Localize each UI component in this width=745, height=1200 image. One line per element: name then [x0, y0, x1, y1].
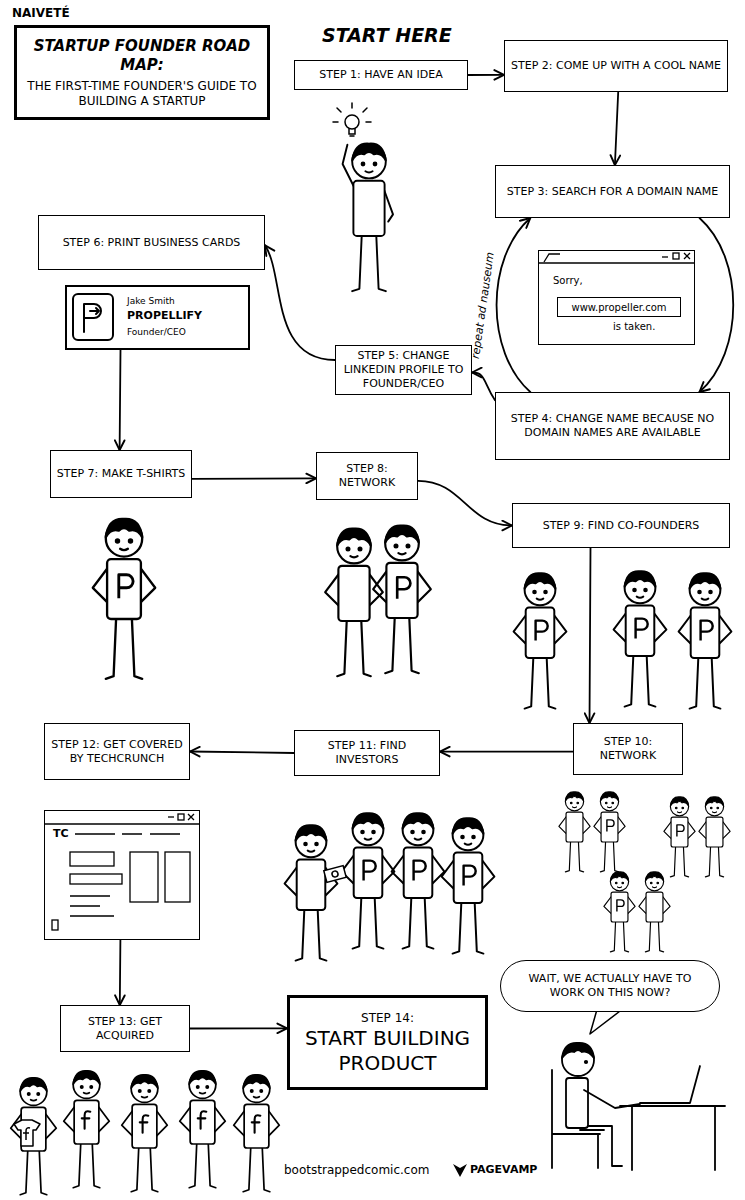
win-txt: Sorry,	[553, 275, 583, 286]
flow-arrow	[265, 245, 335, 360]
win-txt: is taken.	[613, 321, 655, 332]
title-box: STARTUP FOUNDER ROAD MAP: THE FIRST-TIME …	[14, 25, 270, 120]
flow-arrow	[192, 477, 316, 479]
flow-arrow	[472, 373, 495, 401]
business-card: Jake SmithPROPELLIFY Founder/CEO	[65, 285, 250, 350]
step-box: STEP 9: FIND CO-FOUNDERS	[512, 503, 730, 548]
title-body: THE FIRST-TIME FOUNDER'S GUIDE TO BUILDI…	[27, 79, 257, 109]
networking-people	[325, 526, 431, 677]
title-head: STARTUP FOUNDER ROAD MAP:	[27, 37, 257, 75]
step-box: STEP 2: COME UP WITH A COOL NAME	[504, 40, 728, 92]
website-credit: bootstrappedcomic.com	[284, 1163, 430, 1177]
step-box: STEP 8: NETWORK	[316, 452, 418, 500]
browser-window: Sorry, is taken. www.propeller.com	[538, 250, 695, 345]
step-box: STEP 11: FIND INVESTORS	[294, 730, 440, 776]
flow-arrow	[700, 218, 734, 392]
step-box: STEP 4: CHANGE NAME BECAUSE NO DOMAIN NA…	[495, 392, 730, 460]
comic-title: NAIVETÉ	[12, 6, 70, 20]
s14-head: STEP 14:	[361, 1010, 414, 1026]
t-shirt-person	[93, 519, 155, 679]
step-box: STEP 13: GET ACQUIRED	[60, 1005, 190, 1052]
step-txt: STEP 12: GET COVERED BY TECHCRUNCH	[50, 738, 184, 766]
step-box: STEP 10: NETWORK	[573, 723, 683, 775]
founder-at-desk	[552, 1043, 725, 1170]
step-box: STEP 1: HAVE AN IDEA	[294, 60, 468, 90]
flow-arrow	[468, 74, 504, 76]
step-txt: STEP 11: FIND INVESTORS	[300, 739, 434, 767]
step-box: STEP 12: GET COVERED BY TECHCRUNCH	[44, 723, 190, 780]
browser-window-frame	[538, 253, 695, 263]
step-txt: STEP 5: CHANGE LINKEDIN PROFILE TO FOUND…	[341, 349, 466, 391]
step-box: STEP 3: SEARCH FOR A DOMAIN NAME	[495, 165, 730, 218]
step-txt: STEP 9: FIND CO-FOUNDERS	[543, 519, 700, 533]
step-txt: STEP 7: MAKE T-SHIRTS	[57, 467, 185, 481]
card-co: PROPELLIFY	[127, 309, 202, 322]
step-box: STEP 7: MAKE T-SHIRTS	[50, 450, 192, 498]
pagevamp-logo	[453, 1164, 467, 1177]
card-role: Founder/CEO	[127, 327, 186, 337]
step-box: STEP 6: PRINT BUSINESS CARDS	[38, 215, 265, 270]
start-marker: START HERE	[322, 24, 452, 46]
flow-arrow	[590, 548, 591, 723]
networking-crowd	[559, 792, 730, 952]
flow-arrow	[497, 218, 531, 392]
step-txt: STEP 6: PRINT BUSINESS CARDS	[63, 236, 241, 250]
step-txt: STEP 10: NETWORK	[579, 735, 677, 763]
url-field: www.propeller.com	[557, 297, 681, 317]
step-txt: STEP 2: COME UP WITH A COOL NAME	[511, 59, 721, 73]
brand-credit: PAGEVAMP	[470, 1163, 537, 1176]
co-founders	[514, 571, 732, 708]
flow-arrow	[119, 940, 121, 1005]
tc-logo: TC	[53, 827, 69, 840]
business-card-logo	[73, 294, 113, 340]
url-txt: www.propeller.com	[571, 302, 666, 313]
s14-body: START BUILDING PRODUCT	[295, 1026, 480, 1076]
investor-meeting	[285, 813, 495, 960]
bubble-txt: WAIT, WE ACTUALLY HAVE TO WORK ON THIS N…	[517, 972, 703, 1000]
acquired-team	[11, 1071, 280, 1195]
idea-person	[333, 103, 393, 291]
flow-arrow	[190, 1027, 287, 1029]
step-txt: STEP 8: NETWORK	[322, 462, 412, 490]
step-txt: STEP 3: SEARCH FOR A DOMAIN NAME	[507, 185, 718, 199]
flow-arrow	[190, 752, 294, 754]
flow-arrow	[615, 92, 618, 165]
step-box: STEP 5: CHANGE LINKEDIN PROFILE TO FOUND…	[335, 345, 472, 395]
arrow-label: repeat ad nauseum	[468, 251, 496, 359]
web-page-frame	[44, 814, 200, 930]
flow-arrow	[440, 751, 573, 753]
step-txt: STEP 13: GET ACQUIRED	[66, 1015, 184, 1043]
speech-bubble: WAIT, WE ACTUALLY HAVE TO WORK ON THIS N…	[500, 960, 720, 1012]
flow-arrow	[418, 481, 512, 526]
final-step-box: STEP 14:START BUILDING PRODUCT	[287, 995, 488, 1090]
web-page: TC	[44, 810, 200, 940]
step-txt: STEP 1: HAVE AN IDEA	[319, 68, 443, 82]
card-name: Jake Smith	[127, 296, 175, 306]
flow-arrow	[119, 350, 122, 450]
step-txt: STEP 4: CHANGE NAME BECAUSE NO DOMAIN NA…	[501, 412, 724, 440]
